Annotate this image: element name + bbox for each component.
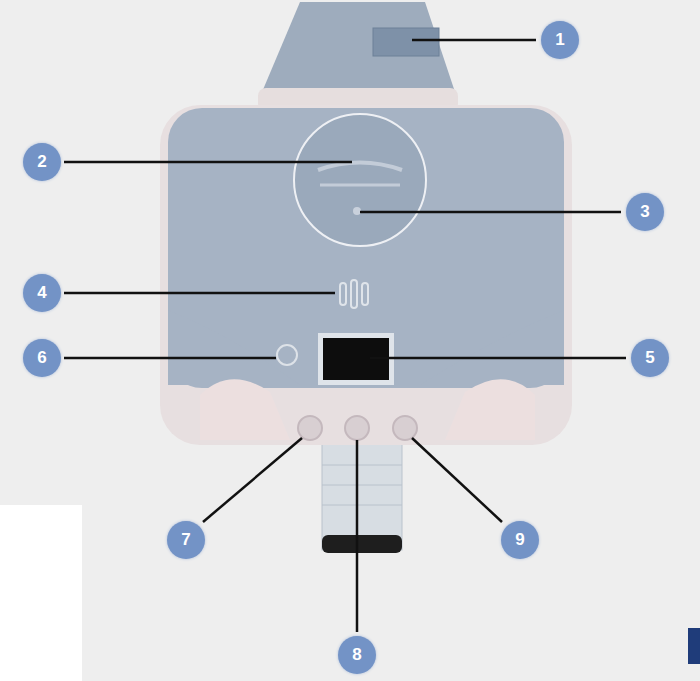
callout-number: 3 (626, 193, 664, 231)
body-face-lower (168, 310, 564, 385)
body-corner (445, 379, 535, 440)
leader-line (356, 440, 359, 632)
cap-window (373, 28, 439, 56)
body-face (168, 108, 564, 388)
body-corner (200, 379, 290, 440)
leader-line (412, 39, 536, 42)
leader-line (64, 357, 276, 360)
background-patch (0, 505, 82, 681)
button (345, 416, 369, 440)
callout-number: 8 (338, 636, 376, 674)
button (277, 345, 297, 365)
callout-number: 9 (501, 521, 539, 559)
edge-mark (688, 628, 700, 664)
stem (322, 440, 402, 550)
leader-line (64, 292, 335, 295)
leader-line (360, 211, 621, 214)
stem-ridge (322, 505, 402, 506)
dial-mark (318, 163, 402, 171)
callout-number: 5 (631, 339, 669, 377)
callout-number: 1 (541, 21, 579, 59)
button (393, 416, 417, 440)
leader-line (64, 161, 352, 164)
dial-button (353, 207, 361, 215)
stem-ridge (322, 465, 402, 466)
button (298, 416, 322, 440)
signal-icon (351, 280, 357, 308)
callout-number: 2 (23, 143, 61, 181)
body-shell (160, 105, 572, 445)
dial (294, 114, 426, 246)
leader-line (203, 438, 302, 522)
callout-number: 7 (167, 521, 205, 559)
callout-number: 6 (23, 339, 61, 377)
leader-line (412, 438, 502, 522)
signal-icon (340, 283, 346, 305)
dial-mark (320, 184, 400, 187)
stem-base (322, 535, 402, 553)
leader-line (370, 357, 626, 360)
signal-icon (362, 283, 368, 305)
top-cap (262, 2, 455, 92)
stem-ridge (322, 485, 402, 486)
callout-number: 4 (23, 274, 61, 312)
